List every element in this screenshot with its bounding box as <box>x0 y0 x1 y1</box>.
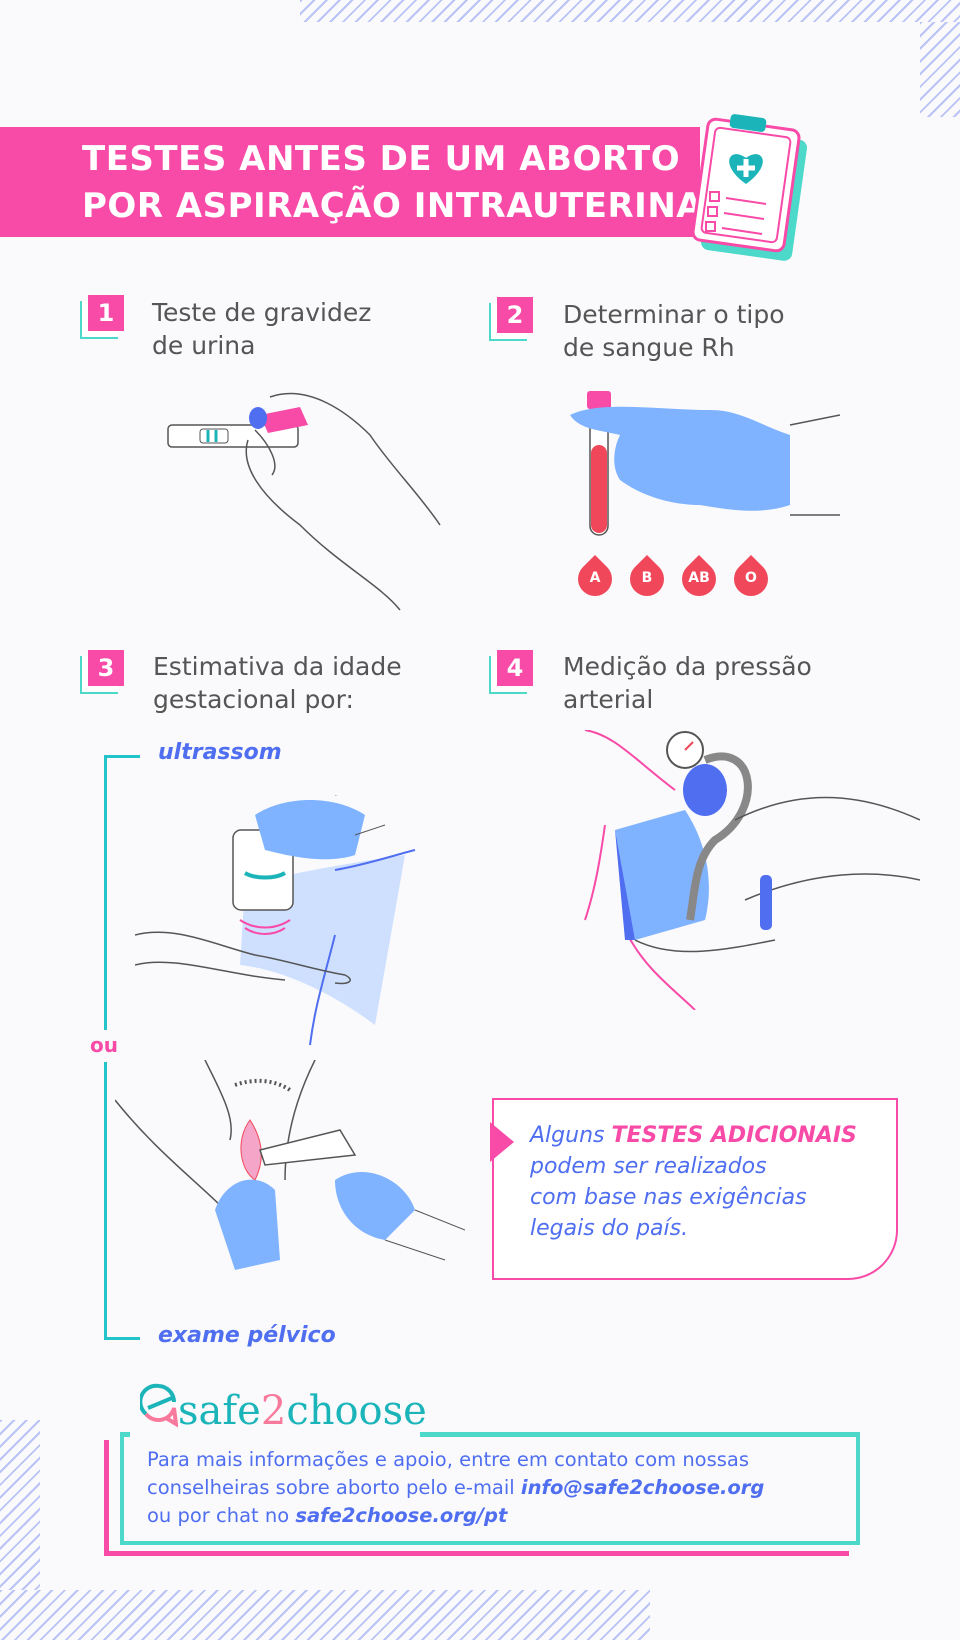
note-highlight: TESTES ADICIONAIS <box>611 1123 857 1148</box>
hatch-bottom <box>0 1590 650 1640</box>
note-line-4: legais do país. <box>530 1216 689 1241</box>
note-line-2: podem ser realizados <box>530 1154 767 1179</box>
pregnancy-test-illustration <box>167 392 441 611</box>
logo-bubble-icon <box>138 1383 179 1428</box>
blood-type-b: B <box>641 570 653 586</box>
blood-pressure-illustration <box>584 730 920 1010</box>
note-arrow-icon <box>490 1122 514 1162</box>
hatch-left <box>0 1420 40 1590</box>
page-title: TESTES ANTES DE UM ABORTO POR ASPIRAÇÃO … <box>82 136 703 230</box>
ultrasound-illustration <box>135 795 416 1045</box>
step-3-badge: 3 <box>88 650 124 686</box>
safe2choose-logo: safe2choose <box>138 1382 427 1434</box>
footer-line-2: conselheiras sobre aborto pelo e-mail <box>147 1476 521 1499</box>
step-2-badge: 2 <box>497 297 533 333</box>
blood-type-ab: AB <box>688 570 710 586</box>
title-banner <box>0 127 700 237</box>
footer-text: Para mais informações e apoio, entre em … <box>147 1446 764 1530</box>
title-line-1: TESTES ANTES DE UM ABORTO <box>82 139 681 179</box>
note-line-1: Alguns <box>530 1123 612 1148</box>
footer-box <box>120 1432 860 1545</box>
hatch-top <box>300 0 960 22</box>
clipboard-icon <box>691 114 808 261</box>
step-4-badge: 4 <box>497 650 533 686</box>
additional-tests-note <box>492 1098 898 1280</box>
method-or: ou <box>90 1033 118 1057</box>
step-2-line-2: de sangue Rh <box>563 333 735 362</box>
step-4-line-1: Medição da pressão <box>563 652 812 681</box>
logo-2: 2 <box>260 1388 287 1434</box>
title-line-2: POR ASPIRAÇÃO INTRAUTERINA <box>82 186 704 226</box>
blood-drops: A B AB O <box>570 548 778 608</box>
step-1-line-1: Teste de gravidez <box>152 298 372 327</box>
pelvic-exam-illustration <box>115 1060 465 1270</box>
step-1-label: Teste de gravidez de urina <box>152 296 371 362</box>
step-1-badge: 1 <box>88 295 124 331</box>
blood-type-illustration <box>570 391 840 536</box>
step-2-line-1: Determinar o tipo <box>563 300 785 329</box>
footer-line-3: ou por chat no <box>147 1504 296 1527</box>
method-pelvic-exam: exame pélvico <box>158 1323 336 1348</box>
footer-line-1: Para mais informações e apoio, entre em … <box>147 1448 750 1471</box>
logo-safe: safe <box>178 1388 261 1434</box>
method-ultrasound: ultrassom <box>158 740 282 765</box>
step-1-line-2: de urina <box>152 331 256 360</box>
footer-url-link[interactable]: safe2choose.org/pt <box>295 1504 508 1527</box>
footer-email-link[interactable]: info@safe2choose.org <box>520 1476 765 1499</box>
step-3-line-2: gestacional por: <box>153 685 354 714</box>
note-text: Alguns TESTES ADICIONAIS podem ser reali… <box>530 1120 857 1244</box>
bracket-gap <box>95 1030 125 1062</box>
step-4-line-2: arterial <box>563 685 654 714</box>
note-line-3: com base nas exigências <box>530 1185 807 1210</box>
blood-type-a: A <box>589 570 601 586</box>
step-2-label: Determinar o tipo de sangue Rh <box>563 298 785 364</box>
step-3-label: Estimativa da idade gestacional por: <box>153 650 402 716</box>
footer-pink-shadow <box>104 1440 849 1556</box>
logo-choose: choose <box>286 1388 427 1434</box>
step-3-line-1: Estimativa da idade <box>153 652 402 681</box>
logo-backdrop <box>130 1385 420 1441</box>
hatch-right <box>920 22 960 117</box>
step-4-label: Medição da pressão arterial <box>563 650 812 716</box>
blood-type-o: O <box>745 570 757 586</box>
